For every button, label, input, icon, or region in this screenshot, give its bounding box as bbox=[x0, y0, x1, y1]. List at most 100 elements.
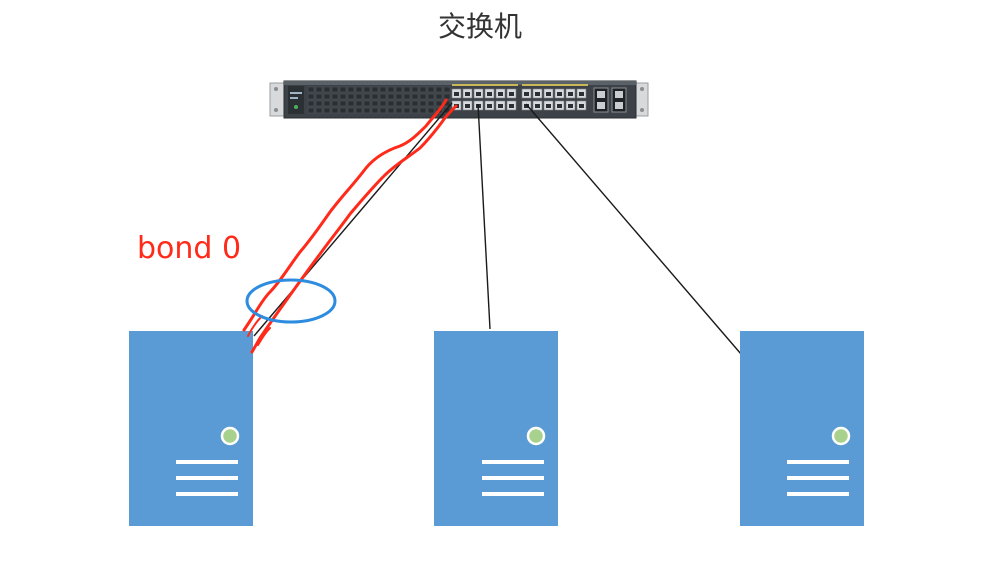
switch-led-strip bbox=[452, 84, 518, 86]
link-switch-server-right bbox=[525, 103, 742, 355]
server-left-icon bbox=[129, 331, 253, 526]
switch-vent-cell bbox=[419, 100, 427, 107]
switch-vent-cell bbox=[395, 107, 403, 114]
switch-vent-cell bbox=[307, 93, 315, 100]
switch-vent-cell bbox=[315, 93, 323, 100]
switch-port-socket bbox=[535, 92, 540, 96]
server-vent-line bbox=[787, 460, 849, 464]
switch-vent-cell bbox=[315, 107, 323, 114]
switch-brand-panel bbox=[288, 86, 304, 114]
switch-vent-cell bbox=[427, 107, 435, 114]
switch-vent-cell bbox=[323, 86, 331, 93]
switch-vent-cell bbox=[347, 100, 355, 107]
server-middle-icon bbox=[434, 331, 558, 526]
switch-vent-cell bbox=[387, 100, 395, 107]
switch-vent-cell bbox=[355, 100, 363, 107]
switch-port-socket bbox=[454, 92, 459, 96]
switch-vent-cell bbox=[427, 100, 435, 107]
bond-link-stroke-1 bbox=[242, 98, 448, 332]
switch-port-socket bbox=[557, 104, 562, 108]
server-vent-line bbox=[176, 492, 238, 496]
switch-vent-cell bbox=[443, 93, 451, 100]
server-power-led bbox=[220, 426, 240, 446]
switch-vent-cell bbox=[363, 93, 371, 100]
switch-port-socket bbox=[535, 104, 540, 108]
server-power-led bbox=[831, 426, 851, 446]
switch-vent-cell bbox=[323, 93, 331, 100]
switch-vent-cell bbox=[363, 86, 371, 93]
switch-port-socket bbox=[524, 92, 529, 96]
switch-vent-cell bbox=[307, 86, 315, 93]
switch-vent-cell bbox=[371, 107, 379, 114]
switch-port-socket bbox=[465, 92, 470, 96]
switch-vent-cell bbox=[435, 86, 443, 93]
server-vent-line bbox=[482, 492, 544, 496]
switch-port-socket bbox=[579, 104, 584, 108]
bond-label: bond 0 bbox=[137, 231, 241, 266]
switch-vent-cell bbox=[347, 107, 355, 114]
switch-port-socket bbox=[487, 104, 492, 108]
switch-vent-cell bbox=[403, 107, 411, 114]
switch-vent-cell bbox=[371, 86, 379, 93]
bond-link-stroke-2 bbox=[250, 104, 458, 354]
switch-vent-cell bbox=[363, 100, 371, 107]
switch-vent-cell bbox=[323, 100, 331, 107]
switch-vent-cell bbox=[435, 100, 443, 107]
switch-vent-cell bbox=[307, 107, 315, 114]
bond-ellipse bbox=[245, 278, 337, 324]
switch-port-socket bbox=[509, 104, 514, 108]
switch-port-socket bbox=[579, 92, 584, 96]
switch-vent-cell bbox=[331, 86, 339, 93]
switch-vent-cell bbox=[427, 86, 435, 93]
switch-port-socket bbox=[568, 92, 573, 96]
switch-port-socket bbox=[509, 92, 514, 96]
switch-vent-cell bbox=[395, 93, 403, 100]
switch-vent-cell bbox=[411, 100, 419, 107]
server-vent-line bbox=[176, 476, 238, 480]
switch-vent-cell bbox=[395, 86, 403, 93]
switch-vent-cell bbox=[387, 86, 395, 93]
switch-led-strip bbox=[522, 84, 588, 86]
switch-vent-cell bbox=[379, 100, 387, 107]
switch-vent-cell bbox=[443, 86, 451, 93]
switch-vent-cell bbox=[411, 93, 419, 100]
switch-vent-cell bbox=[371, 93, 379, 100]
switch-port-socket bbox=[498, 92, 503, 96]
switch-vent-cell bbox=[315, 86, 323, 93]
switch-vent-cell bbox=[315, 100, 323, 107]
switch-vent-cell bbox=[379, 86, 387, 93]
switch-vent-cell bbox=[339, 107, 347, 114]
switch-port-socket bbox=[546, 104, 551, 108]
switch-vent-cell bbox=[331, 107, 339, 114]
server-vent-line bbox=[787, 476, 849, 480]
switch-vent-cell bbox=[435, 93, 443, 100]
switch-vent-cell bbox=[411, 86, 419, 93]
switch-vent-cell bbox=[323, 107, 331, 114]
switch-vent-cell bbox=[395, 100, 403, 107]
switch-vent-cell bbox=[331, 100, 339, 107]
switch-vent-cell bbox=[419, 86, 427, 93]
server-vent-line bbox=[482, 476, 544, 480]
switch-port-socket bbox=[557, 92, 562, 96]
switch-vent-cell bbox=[347, 93, 355, 100]
switch-vent-cell bbox=[403, 93, 411, 100]
switch-port-socket bbox=[524, 104, 529, 108]
switch-vent-cell bbox=[387, 107, 395, 114]
switch-vent-cell bbox=[419, 93, 427, 100]
switch-vent-cell bbox=[347, 86, 355, 93]
switch-port-socket bbox=[487, 92, 492, 96]
link-switch-server-left bbox=[253, 102, 453, 337]
switch-vent-cell bbox=[403, 100, 411, 107]
switch-vent-cell bbox=[331, 93, 339, 100]
switch-vent-cell bbox=[387, 93, 395, 100]
switch-vent-cell bbox=[411, 107, 419, 114]
switch-vent-cell bbox=[379, 93, 387, 100]
switch-vent-cell bbox=[419, 107, 427, 114]
switch-port-socket bbox=[498, 104, 503, 108]
server-power-led bbox=[526, 426, 546, 446]
server-vent-line bbox=[176, 460, 238, 464]
server-vent-line bbox=[482, 460, 544, 464]
switch-vent-cell bbox=[339, 93, 347, 100]
server-vent-line bbox=[787, 492, 849, 496]
switch-port-socket bbox=[568, 104, 573, 108]
